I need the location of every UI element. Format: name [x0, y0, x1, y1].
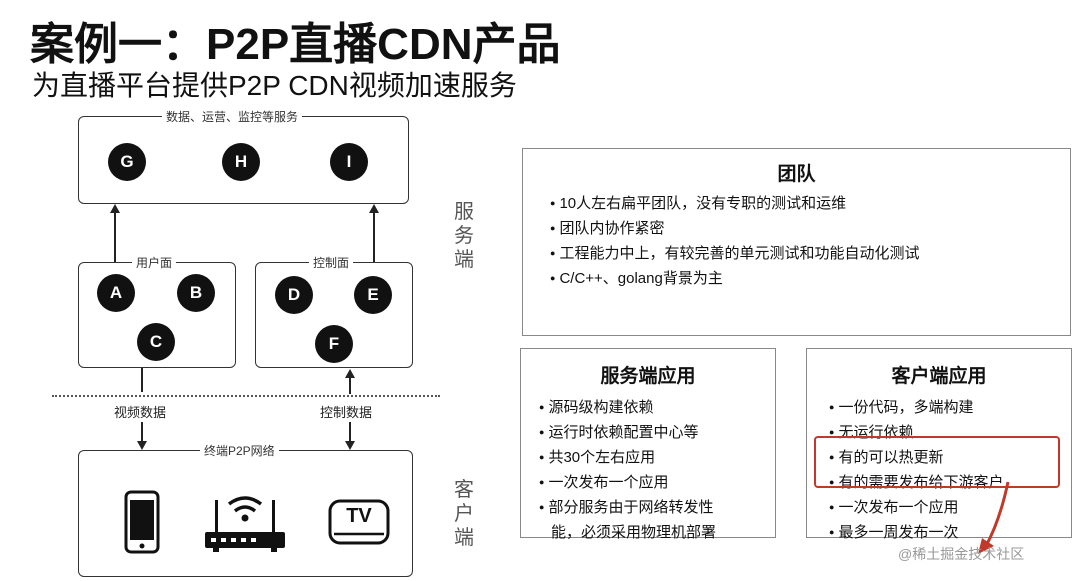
server-apps-item-continued: 能，必须采用物理机部署 — [551, 524, 717, 541]
team-list: 10人左右扁平团队，没有专职的测试和运维 团队内协作紧密 工程能力中上，有较完善… — [550, 192, 1070, 292]
server-apps-item: 共30个左右应用 — [539, 446, 775, 471]
server-apps-item: 运行时依赖配置中心等 — [539, 421, 775, 446]
tv-icon: TV — [328, 499, 390, 545]
team-item: 团队内协作紧密 — [550, 217, 1070, 242]
node-i: I — [330, 143, 368, 181]
page-title: 案例一：P2P直播CDN产品 — [30, 20, 561, 69]
router-icon — [205, 496, 285, 552]
server-apps-item: 一次发布一个应用 — [539, 471, 775, 496]
video-data-arrow — [137, 441, 147, 450]
client-apps-item: 一次发布一个应用 — [829, 496, 1071, 521]
control-data-label: 控制数据 — [320, 405, 373, 420]
server-apps-item: 源码级构建依赖 — [539, 396, 775, 421]
video-data-label: 视频数据 — [114, 405, 167, 420]
node-h: H — [222, 143, 260, 181]
user-plane-up-arrow — [110, 204, 120, 213]
control-plane-label: 控制面 — [309, 254, 354, 271]
team-title: 团队 — [777, 164, 816, 185]
highlight-box — [814, 436, 1060, 488]
control-plane-up-line — [373, 212, 375, 262]
user-plane-up-line — [114, 212, 116, 262]
client-apps-list: 一份代码，多端构建 无运行依赖 有的可以热更新 有的需要发布给下游客户 一次发布… — [829, 396, 1071, 546]
server-apps-title: 服务端应用 — [600, 366, 696, 387]
team-panel: 团队 10人左右扁平团队，没有专职的测试和运维 团队内协作紧密 工程能力中上，有… — [522, 148, 1071, 336]
phone-icon — [124, 490, 160, 554]
node-c: C — [137, 323, 175, 361]
user-plane-label: 用户面 — [132, 254, 177, 271]
client-apps-item: 一份代码，多端构建 — [829, 396, 1071, 421]
client-side-char-1: 客 — [454, 479, 474, 501]
client-side-label: 客 户 端 — [452, 478, 476, 550]
separator-line — [52, 395, 440, 397]
video-data-line-top — [141, 368, 143, 392]
server-apps-list: 源码级构建依赖 运行时依赖配置中心等 共30个左右应用 一次发布一个应用 部分服… — [539, 396, 775, 546]
client-side-char-2: 户 — [454, 503, 474, 525]
node-b: B — [177, 274, 215, 312]
client-apps-item: 有的可以热更新 — [829, 446, 1071, 471]
control-data-line-bottom — [349, 422, 351, 442]
client-apps-title: 客户端应用 — [891, 366, 987, 387]
client-apps-item: 最多一周发布一次 — [829, 521, 1071, 546]
red-arrow-icon — [978, 481, 1010, 554]
node-d: D — [275, 276, 313, 314]
server-apps-panel: 服务端应用 源码级构建依赖 运行时依赖配置中心等 共30个左右应用 一次发布一个… — [520, 348, 776, 541]
watermark: @稀土掘金技术社区 — [898, 546, 1025, 562]
client-side-char-3: 端 — [454, 527, 474, 549]
control-plane-up-arrow — [369, 204, 379, 213]
control-data-down-arrow — [345, 441, 355, 450]
node-f: F — [315, 325, 353, 363]
node-e: E — [354, 276, 392, 314]
video-data-line-bottom — [141, 422, 143, 442]
server-side-label: 服 务 端 — [452, 200, 476, 272]
team-item: 10人左右扁平团队，没有专职的测试和运维 — [550, 192, 1070, 217]
terminal-network-label: 终端P2P网络 — [200, 442, 279, 459]
server-apps-item: 部分服务由于网络转发性 — [539, 496, 775, 521]
server-side-char-2: 务 — [454, 225, 474, 247]
control-data-line-top — [349, 378, 351, 394]
team-item: C/C++、golang背景为主 — [550, 267, 1070, 292]
page-subtitle: 为直播平台提供P2P CDN视频加速服务 — [32, 70, 517, 101]
client-apps-panel: 客户端应用 一份代码，多端构建 无运行依赖 有的可以热更新 有的需要发布给下游客… — [806, 348, 1072, 541]
control-data-up-arrow — [345, 369, 355, 378]
tv-icon-text: TV — [346, 505, 372, 527]
node-a: A — [97, 274, 135, 312]
node-g: G — [108, 143, 146, 181]
server-side-char-3: 端 — [454, 249, 474, 271]
team-item: 工程能力中上，有较完善的单元测试和功能自动化测试 — [550, 242, 1070, 267]
server-side-char-1: 服 — [454, 201, 474, 223]
services-box-label: 数据、运营、监控等服务 — [162, 108, 303, 125]
